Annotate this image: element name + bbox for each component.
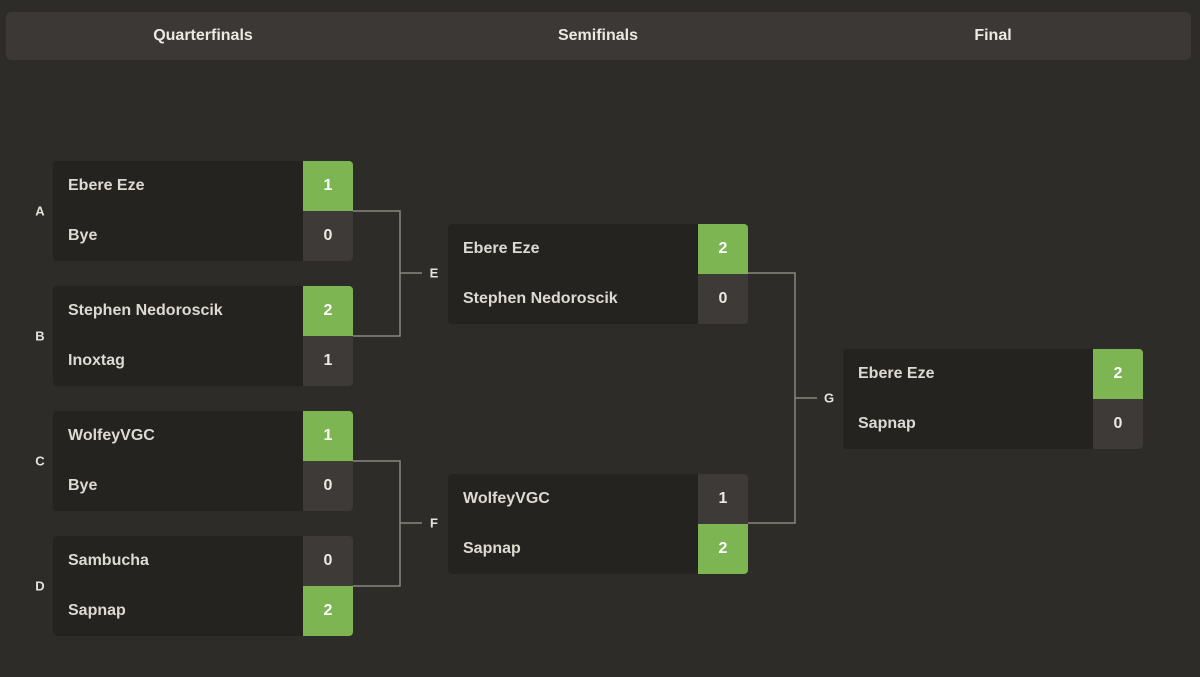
team-score: 0: [303, 211, 353, 261]
team-score: 1: [303, 336, 353, 386]
team-row[interactable]: Ebere Eze 2: [448, 224, 748, 274]
round-title-final: Final: [974, 27, 1012, 44]
team-score: 0: [303, 461, 353, 511]
team-row[interactable]: Ebere Eze 2: [843, 349, 1143, 399]
match-label-g: G: [823, 390, 835, 406]
team-row[interactable]: WolfeyVGC 1: [53, 411, 353, 461]
match-b[interactable]: Stephen Nedoroscik 2 Inoxtag 1: [53, 286, 353, 386]
team-name: Inoxtag: [53, 336, 303, 386]
team-score: 2: [698, 524, 748, 574]
connector-e-f-to-g: [748, 272, 796, 524]
team-name: Sapnap: [53, 586, 303, 636]
team-name: Bye: [53, 211, 303, 261]
team-row[interactable]: Sapnap 0: [843, 399, 1143, 449]
team-row[interactable]: Sapnap 2: [53, 586, 353, 636]
team-name: Ebere Eze: [53, 161, 303, 211]
team-score: 1: [303, 161, 353, 211]
team-row[interactable]: Inoxtag 1: [53, 336, 353, 386]
team-score: 2: [303, 286, 353, 336]
match-label-f: F: [430, 515, 438, 531]
team-score: 0: [303, 536, 353, 586]
round-title-quarterfinals: Quarterfinals: [153, 27, 253, 44]
team-name: Stephen Nedoroscik: [53, 286, 303, 336]
match-a[interactable]: Ebere Eze 1 Bye 0: [53, 161, 353, 261]
team-name: Sambucha: [53, 536, 303, 586]
team-score: 0: [698, 274, 748, 324]
team-row[interactable]: Sapnap 2: [448, 524, 748, 574]
team-row[interactable]: Stephen Nedoroscik 0: [448, 274, 748, 324]
team-name: Ebere Eze: [448, 224, 698, 274]
team-score: 0: [1093, 399, 1143, 449]
rounds-header: Quarterfinals Semifinals Final: [6, 12, 1191, 60]
team-row[interactable]: Stephen Nedoroscik 2: [53, 286, 353, 336]
team-name: WolfeyVGC: [448, 474, 698, 524]
team-score: 2: [1093, 349, 1143, 399]
team-name: Ebere Eze: [843, 349, 1093, 399]
team-score: 1: [698, 474, 748, 524]
team-row[interactable]: WolfeyVGC 1: [448, 474, 748, 524]
match-e[interactable]: Ebere Eze 2 Stephen Nedoroscik 0: [448, 224, 748, 324]
match-f[interactable]: WolfeyVGC 1 Sapnap 2: [448, 474, 748, 574]
match-label-c: C: [35, 453, 45, 469]
match-c[interactable]: WolfeyVGC 1 Bye 0: [53, 411, 353, 511]
connector-c-d-to-f: [353, 460, 401, 587]
team-row[interactable]: Bye 0: [53, 211, 353, 261]
team-score: 2: [698, 224, 748, 274]
team-name: WolfeyVGC: [53, 411, 303, 461]
team-score: 1: [303, 411, 353, 461]
team-name: Bye: [53, 461, 303, 511]
team-row[interactable]: Sambucha 0: [53, 536, 353, 586]
connector-a-b-to-e: [353, 210, 401, 337]
match-g[interactable]: Ebere Eze 2 Sapnap 0: [843, 349, 1143, 449]
round-title-semifinals: Semifinals: [557, 27, 639, 44]
team-row[interactable]: Ebere Eze 1: [53, 161, 353, 211]
match-label-d: D: [35, 578, 45, 594]
match-d[interactable]: Sambucha 0 Sapnap 2: [53, 536, 353, 636]
match-label-a: A: [35, 203, 45, 219]
team-name: Sapnap: [448, 524, 698, 574]
team-row[interactable]: Bye 0: [53, 461, 353, 511]
team-score: 2: [303, 586, 353, 636]
match-label-e: E: [429, 265, 439, 281]
match-label-b: B: [35, 328, 45, 344]
team-name: Stephen Nedoroscik: [448, 274, 698, 324]
team-name: Sapnap: [843, 399, 1093, 449]
